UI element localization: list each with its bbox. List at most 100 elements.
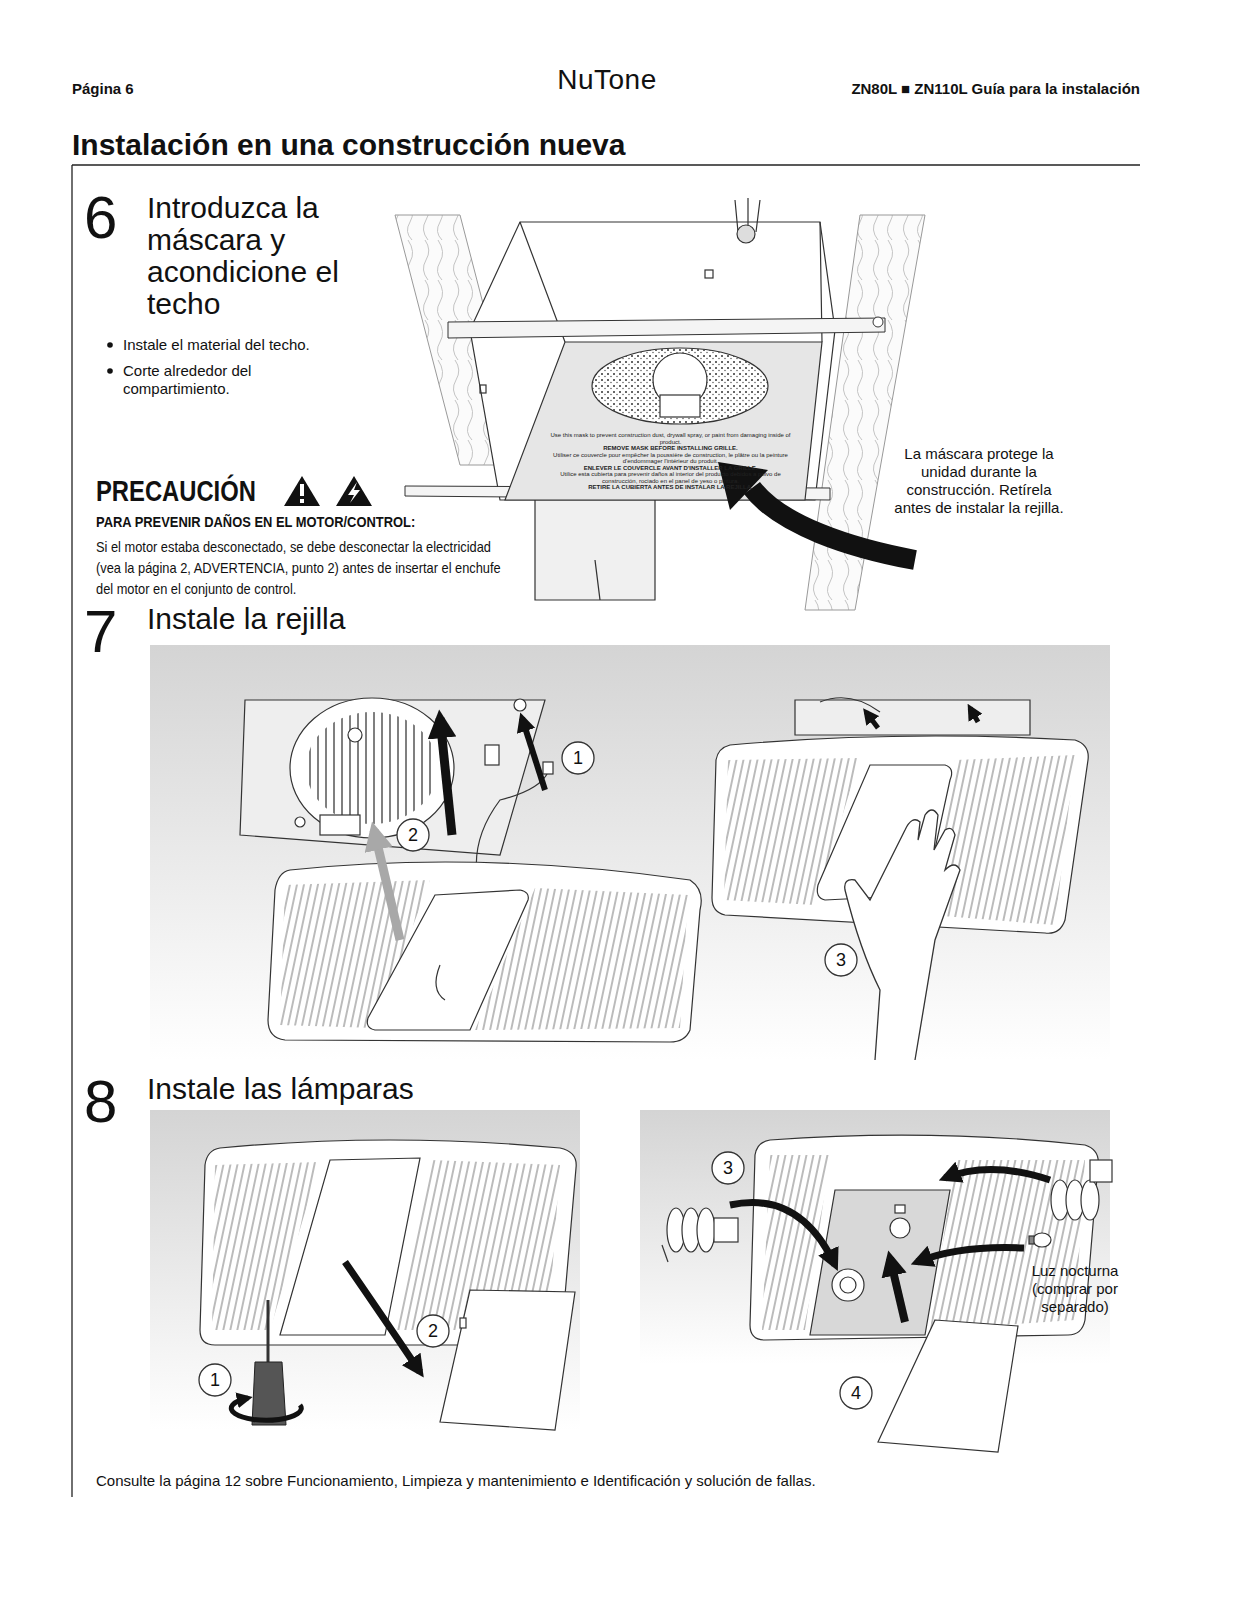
duct [595, 560, 600, 600]
callout-number: 1 [562, 748, 594, 768]
push-arrow [970, 708, 978, 722]
hand [845, 810, 960, 1060]
install-arrow [374, 718, 545, 940]
push-arrow [866, 712, 878, 728]
bullet-dot [107, 342, 113, 348]
callout-circle [397, 819, 429, 851]
housing-plate [348, 728, 362, 742]
housing-plate [485, 745, 499, 765]
install-arrow [730, 1203, 835, 1266]
warning-symbols [300, 499, 304, 503]
mounting-rail [873, 317, 883, 327]
lamp [1081, 1180, 1099, 1220]
remove-arrow [345, 1262, 420, 1372]
mask-text: Utilice esta cubierta para prevenir daño… [548, 471, 793, 484]
step-number: 6 [84, 186, 117, 250]
frame-lines [72, 164, 1140, 165]
callout-circle [825, 944, 857, 976]
frame-lines [71, 165, 72, 1497]
grille [840, 1277, 856, 1293]
warning-symbols [300, 484, 304, 496]
grille [268, 862, 701, 1042]
grille [832, 1269, 864, 1301]
screwdriver [231, 1300, 301, 1425]
mask-text-block: Use this mask to prevent construction du… [548, 432, 793, 491]
install-arrow [890, 1258, 905, 1322]
callout-number: 3 [825, 950, 857, 970]
install-arrow [440, 718, 452, 835]
installed-grille [795, 700, 1030, 735]
fan-housing [737, 225, 755, 243]
installed-grille [820, 698, 880, 712]
install-arrow [945, 1169, 1050, 1180]
lens [440, 1290, 575, 1430]
callout-circle [562, 742, 594, 774]
hand [845, 810, 960, 1060]
brand-logo: NuTone [532, 64, 682, 96]
bullet-text: Corte alrededor del compartimiento. [123, 362, 293, 398]
mask-text: ENLEVER LE COUVERCLE AVANT D'INSTALLER L… [548, 465, 793, 472]
warning-symbols [284, 476, 320, 506]
grille [436, 965, 445, 1000]
fan-housing [480, 385, 486, 393]
mounting-rail [405, 317, 885, 500]
step-heading: Introduzca la máscara y acondicione el t… [147, 192, 347, 320]
callout-circle [712, 1152, 744, 1184]
lamp [1033, 1233, 1051, 1247]
lens [460, 1318, 466, 1328]
construction-mask [660, 395, 700, 417]
page-number: Página 6 [72, 80, 134, 97]
step-background [150, 1110, 580, 1430]
step-background [150, 645, 1110, 1060]
lamp [1029, 1236, 1034, 1244]
mask-text: Use this mask to prevent construction du… [548, 432, 793, 445]
push-arrow [866, 708, 978, 728]
warning-symbols [348, 482, 360, 503]
doc-header: ZN80L ■ ZN110L Guía para la instalación [760, 80, 1140, 97]
footer-note: Consulte la página 12 sobre Funcionamien… [96, 1472, 816, 1490]
step-heading: Instale la rejilla [147, 602, 345, 636]
callout-circle [199, 1364, 231, 1396]
callout-circle [417, 1315, 449, 1347]
bullet-dot [107, 342, 113, 374]
step-number: 7 [84, 600, 117, 664]
part-label: Luz nocturna (comprar por separado) [1016, 1262, 1134, 1316]
wire [543, 762, 553, 774]
screwdriver [231, 1398, 301, 1420]
lens [878, 1320, 1018, 1452]
construction-mask [505, 342, 822, 500]
lamp [697, 1208, 715, 1252]
step-heading: Instale las lámparas [147, 1072, 414, 1106]
housing-plate [514, 699, 526, 711]
frame-lines [72, 165, 1140, 1497]
lens [878, 1320, 1018, 1452]
fan-housing [470, 198, 835, 500]
grille [895, 1205, 905, 1213]
insert-arrow [752, 488, 915, 560]
construction-mask [505, 342, 822, 500]
callout-circle [840, 1377, 872, 1409]
grille [890, 1218, 910, 1238]
bullet-text: Instale el material del techo. [123, 336, 353, 354]
caution-heading: PRECAUCIÓN [96, 474, 256, 508]
mask-text: Utiliser ce couvercle pour empêcher la p… [548, 452, 793, 465]
housing-plate [240, 698, 545, 855]
lamp [1090, 1160, 1112, 1182]
screwdriver [267, 1300, 270, 1365]
lamp [714, 1218, 738, 1242]
callout-number: 1 [199, 1370, 231, 1390]
callout-number: 4 [840, 1383, 872, 1403]
warning-symbols [284, 476, 372, 506]
install-arrow [730, 1169, 1050, 1322]
section-title: Instalación en una construcción nueva [72, 128, 625, 162]
step-number: 8 [84, 1070, 117, 1134]
callout-number: 3 [712, 1158, 744, 1178]
install-arrow [917, 1248, 1024, 1262]
caution-subheading: PARA PREVENIR DAÑOS EN EL MOTOR/CONTROL: [96, 513, 415, 531]
step-background [640, 1110, 1110, 1365]
callout-number: 2 [397, 825, 429, 845]
grille [268, 862, 701, 1042]
fan-housing [470, 222, 835, 500]
remove-arrow [345, 1262, 420, 1372]
